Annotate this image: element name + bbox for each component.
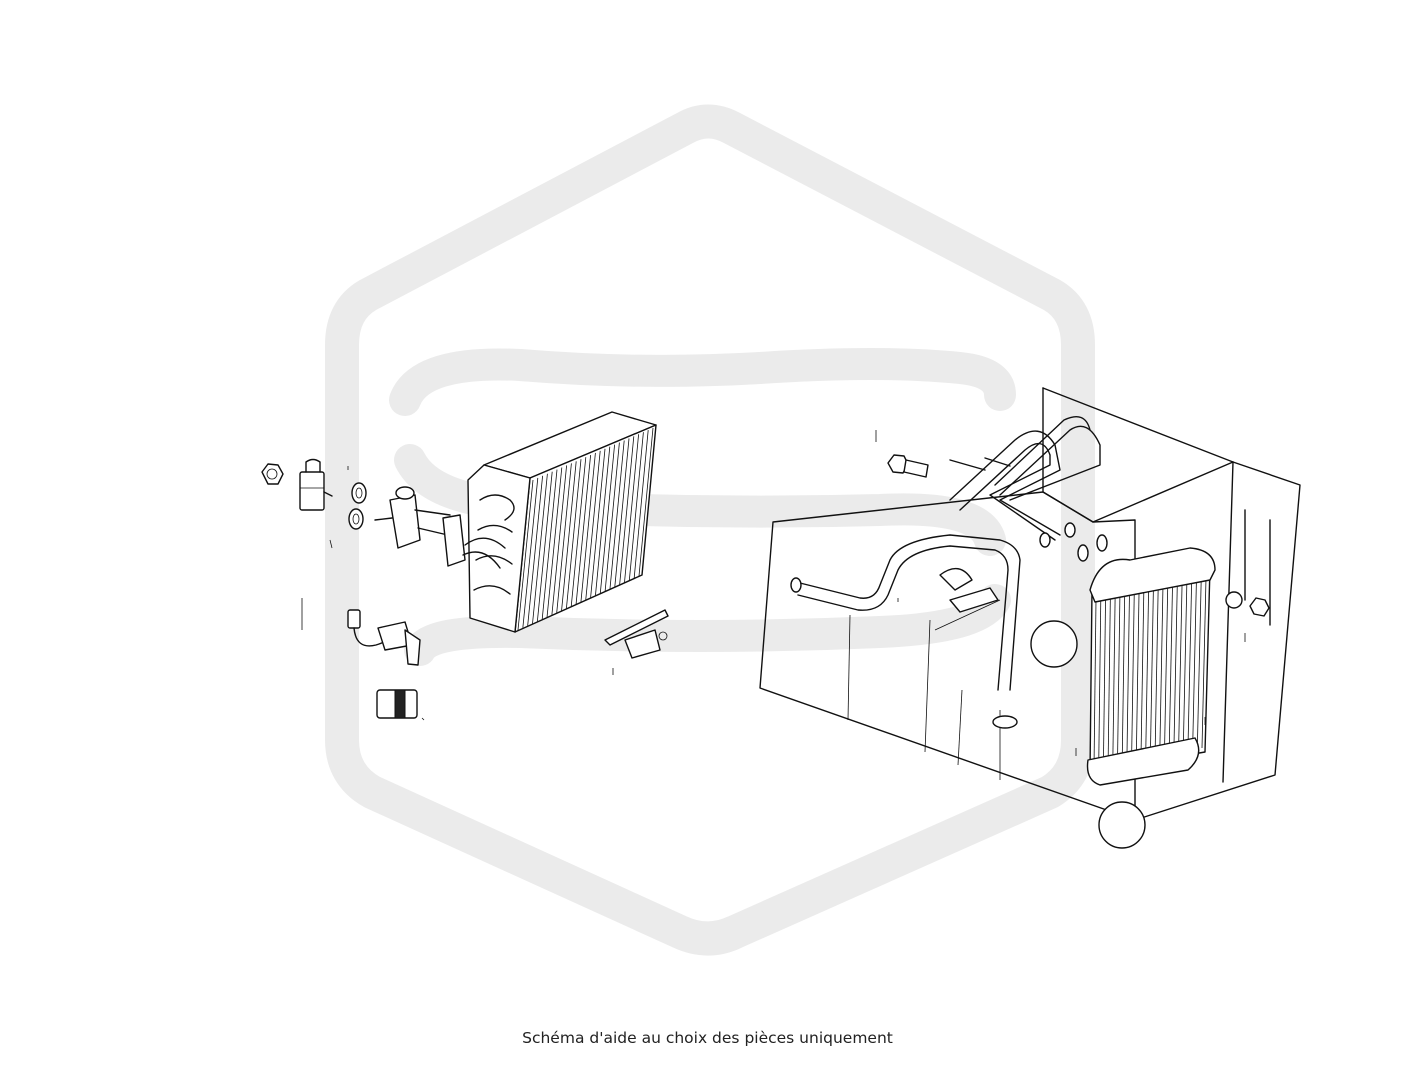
heater-core-fin xyxy=(1168,584,1173,755)
evaporator-fin xyxy=(546,467,563,618)
heater-core-fin xyxy=(1093,599,1097,769)
evaporator-fin xyxy=(604,442,620,592)
sensor-clip-part xyxy=(604,609,669,675)
heater-core-fin xyxy=(1126,593,1130,762)
evaporator-fin xyxy=(556,463,572,613)
watermark-logo xyxy=(325,104,1095,956)
heater-core-fin xyxy=(1149,588,1154,758)
watermark-hexagon xyxy=(325,104,1095,956)
heater-core-fin xyxy=(1173,583,1178,754)
watermark-wave-mid xyxy=(394,444,1006,556)
heater-core-fin xyxy=(1192,579,1197,750)
heater-core-fin xyxy=(1178,582,1183,753)
heater-core-fin xyxy=(1154,587,1159,757)
connector-part xyxy=(376,689,425,721)
evaporator-fin xyxy=(628,432,644,581)
evaporator-fin xyxy=(585,450,601,600)
heater-core-fin xyxy=(1107,597,1111,766)
evaporator-fin xyxy=(532,473,548,624)
evaporator-fin xyxy=(590,448,606,598)
nut-part xyxy=(261,463,284,485)
evaporator-fin xyxy=(599,444,615,594)
evaporator-fin xyxy=(570,457,587,607)
evaporator-fin xyxy=(609,440,625,589)
heater-core-fin xyxy=(1135,591,1140,761)
clamp-ring-part xyxy=(1030,534,1270,849)
bolt-part xyxy=(875,430,929,478)
evaporator-fin xyxy=(575,455,591,605)
heater-core-fin xyxy=(1159,586,1164,756)
heater-core-fin xyxy=(1201,577,1207,749)
evaporator-fin xyxy=(517,479,534,631)
watermark-wave-top xyxy=(389,348,1016,416)
evaporator-fin xyxy=(536,471,553,622)
heater-core-fin xyxy=(1098,599,1102,768)
coolant-pipe-part xyxy=(790,416,1101,729)
expansion-valve-part xyxy=(299,458,349,511)
evaporator-core-part xyxy=(462,411,657,633)
evaporator-fin xyxy=(551,465,567,615)
evaporator-fin xyxy=(580,452,596,602)
evaporator-fin xyxy=(633,430,649,579)
heater-core-fin xyxy=(1187,580,1193,751)
wiring-harness-part xyxy=(301,598,421,666)
heater-core-fin xyxy=(1102,598,1106,767)
heater-housing-part xyxy=(759,387,1301,821)
evaporator-fin xyxy=(527,475,543,626)
evaporator-fin xyxy=(522,477,539,628)
heater-core-fin xyxy=(1140,590,1145,760)
evaporator-fin xyxy=(595,446,611,596)
evaporator-fin xyxy=(638,427,654,577)
heater-core-fin xyxy=(1117,595,1121,764)
valve-block-part xyxy=(374,486,466,567)
heater-core-fin xyxy=(1121,594,1126,763)
evaporator-fin xyxy=(541,469,558,620)
heater-core-part xyxy=(1075,547,1216,786)
watermark-wave-low xyxy=(404,584,1011,666)
evaporator-fin xyxy=(561,461,577,611)
diagram-caption: Schéma d'aide au choix des pièces unique… xyxy=(522,1029,893,1047)
heater-core-fin xyxy=(1131,592,1135,762)
o-ring-seal-part xyxy=(329,482,367,549)
evaporator-fin xyxy=(624,434,639,583)
heater-core-fin xyxy=(1196,578,1202,749)
evaporator-fin xyxy=(566,459,582,609)
heater-core-fin xyxy=(1112,596,1116,765)
evaporator-fin xyxy=(614,438,630,587)
heater-core-fin xyxy=(1164,585,1169,755)
evaporator-fin xyxy=(619,436,635,585)
heater-core-fin xyxy=(1145,589,1150,759)
heater-core-fin xyxy=(1182,581,1188,752)
